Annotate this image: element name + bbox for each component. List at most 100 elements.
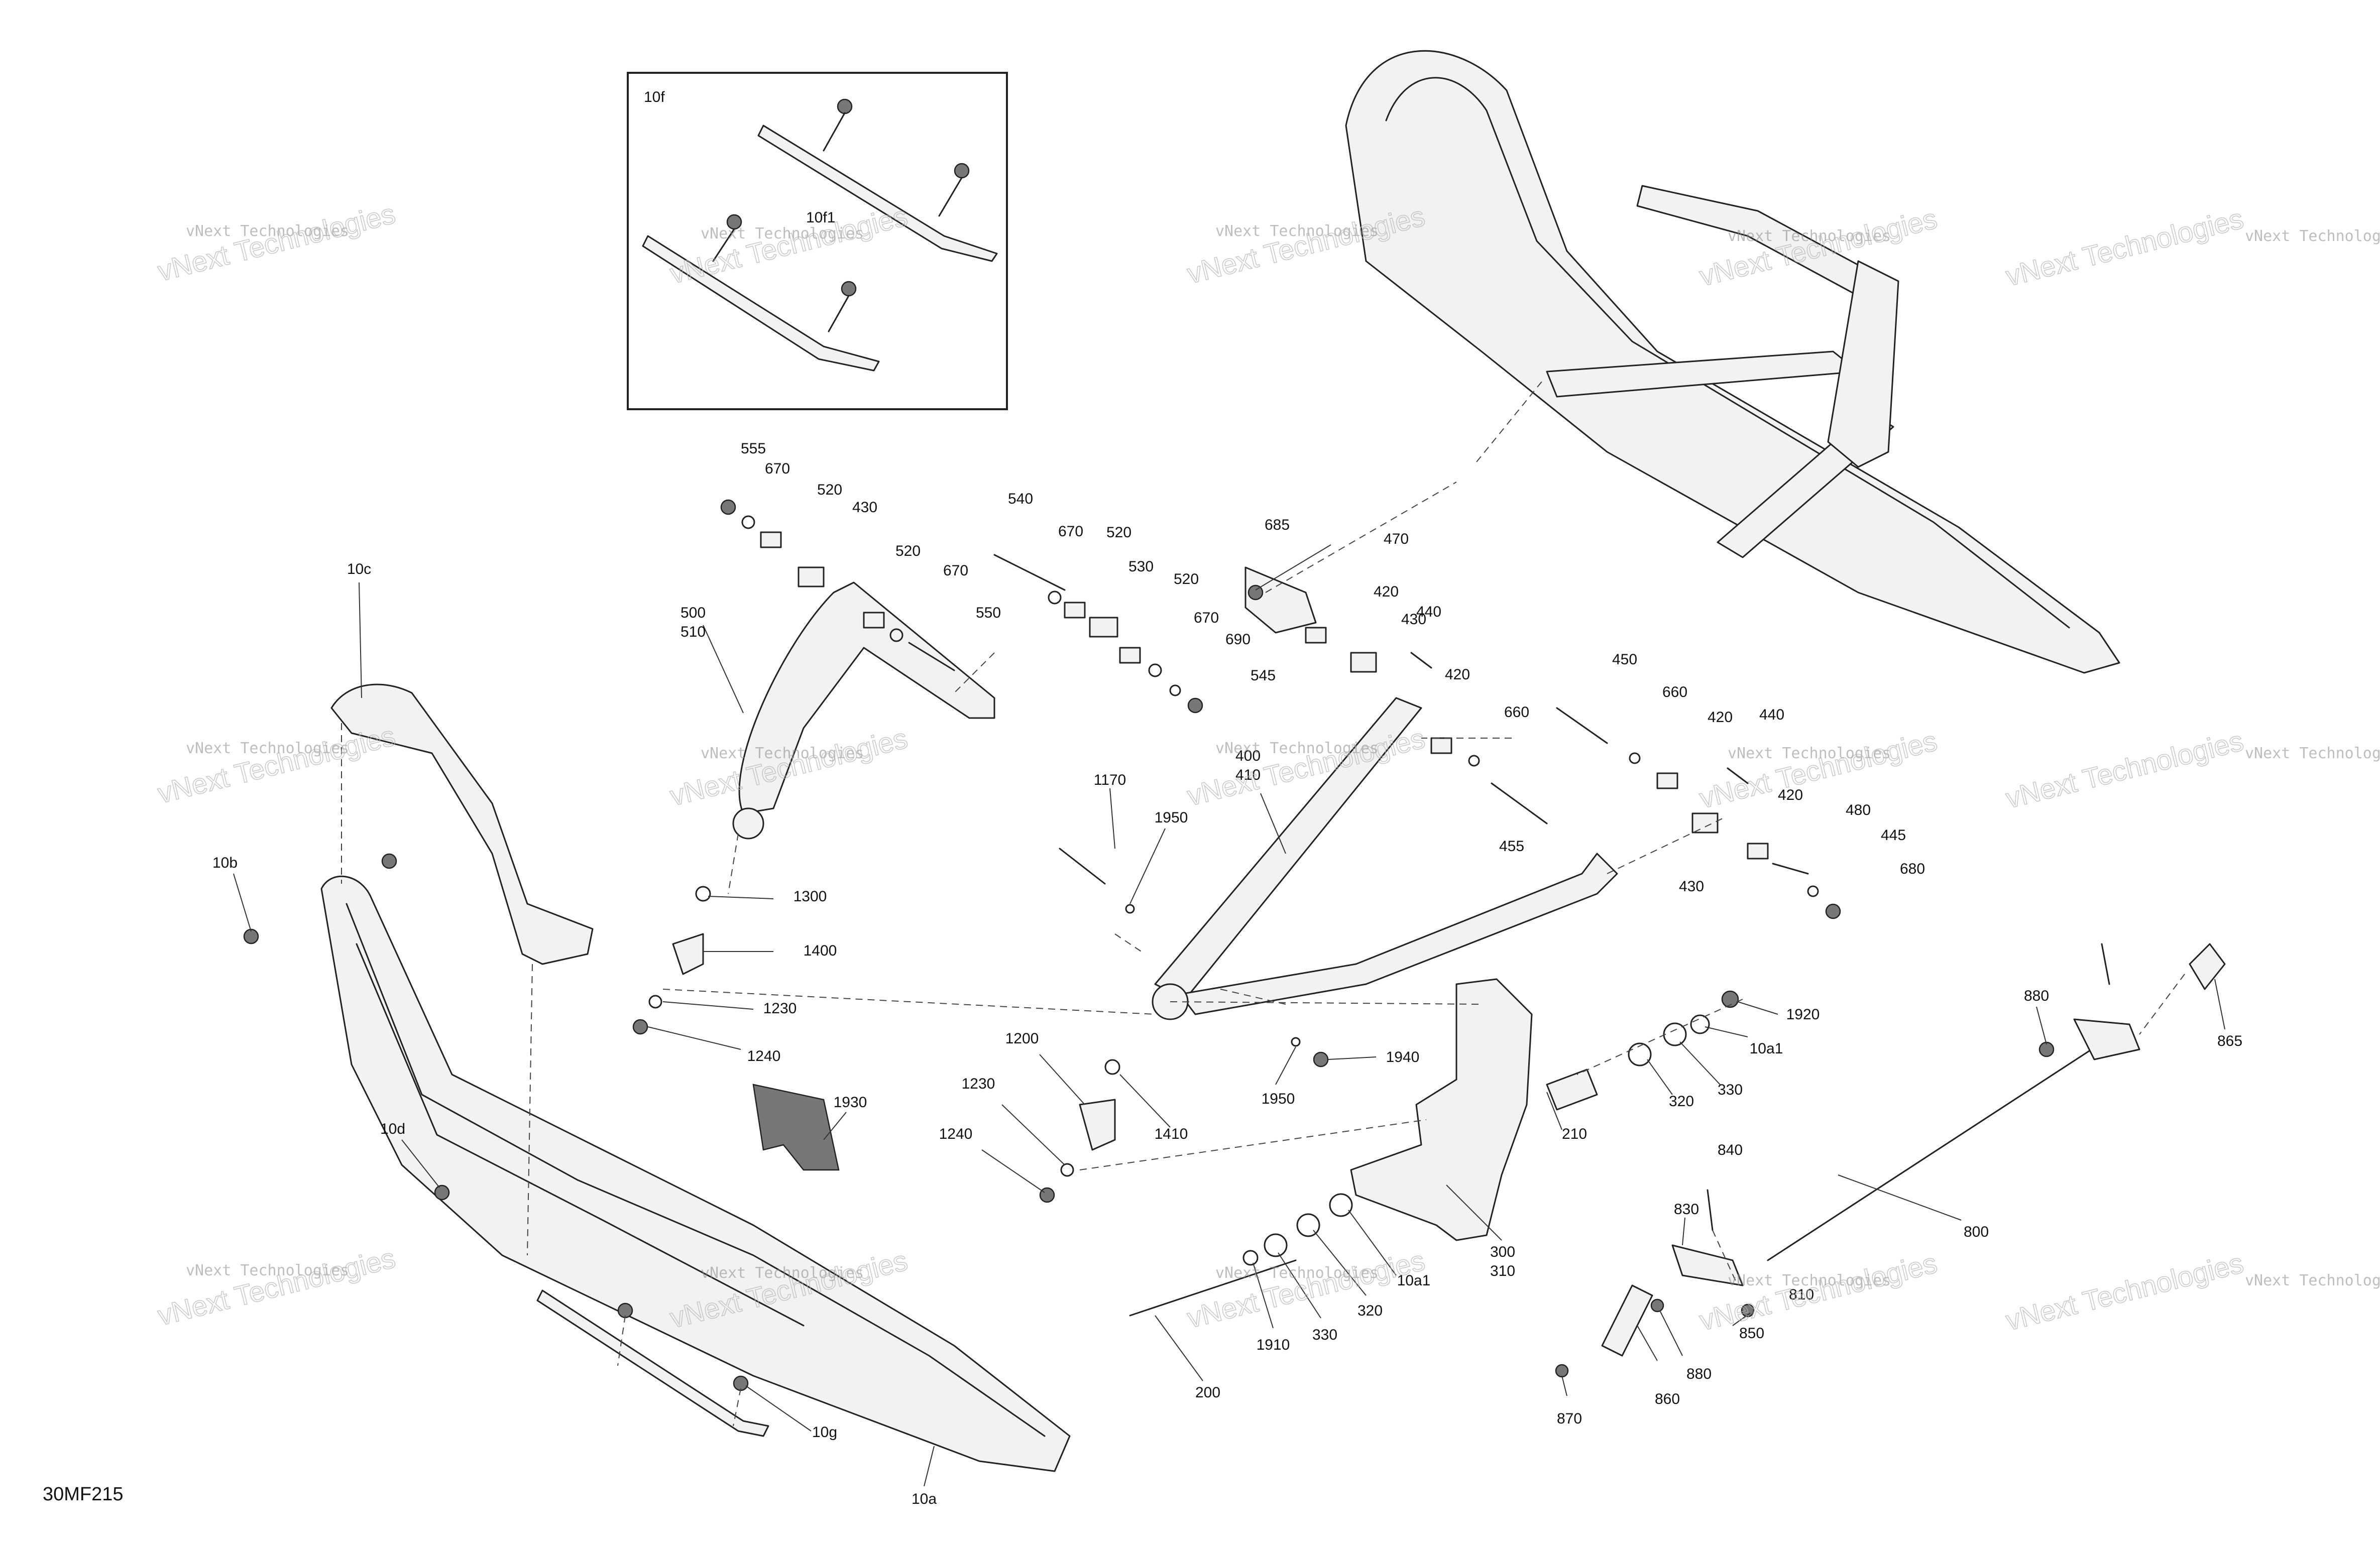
callout-label: 810 [1789,1286,1814,1303]
leader-800 [1838,1174,1962,1221]
dash-ski-link [1476,381,1542,462]
bolt-200 [1129,1259,1297,1317]
callout-label: 550 [976,605,1001,621]
ring-330-b [1264,1233,1288,1257]
callout-label: 1170 [1094,772,1126,788]
watermark-text: vNext Technologies [186,222,349,240]
inset-nut-2 [954,163,970,179]
leader-880b [1659,1310,1683,1356]
callout-label: 310 [1490,1263,1515,1279]
nut-880-b [1650,1298,1664,1313]
leader-10a [924,1446,935,1487]
inset-label: 10f [644,89,665,105]
callout-label: 1940 [1386,1049,1420,1065]
leader-1950 [1129,828,1166,904]
figure-id: 30MF215 [43,1484,124,1505]
leader-1170 [1109,788,1115,849]
nut-10g-1 [617,1302,633,1319]
ski-lower-rib [356,943,805,1327]
leader-330b [1278,1252,1321,1319]
leader-210 [1546,1092,1562,1130]
bushing-420-d [1747,843,1769,860]
washer-1910 [1242,1250,1259,1266]
watermark-outline: vNext Technologies [1696,725,1940,814]
bolt-10d [434,1184,450,1201]
bracket-480 [1772,863,1809,875]
bolt-880-top [2101,943,2110,985]
bushing-420-b [1430,737,1452,754]
callout-label: 1930 [834,1094,867,1111]
sleeve-430-b [1350,652,1377,673]
leader-850 [1732,1313,1751,1326]
leader-1240b [981,1149,1045,1193]
bolt-1170 [1059,848,1106,885]
ski-inner-rib [346,903,1046,1437]
clip-1410 [1104,1059,1120,1075]
callout-label: 510 [681,624,706,640]
callout-label: 200 [1195,1384,1220,1401]
leader-1940 [1328,1056,1377,1060]
leader-330 [1679,1041,1721,1085]
callout-label: 480 [1846,802,1871,818]
dash-470-to-ski [1265,482,1457,593]
leader-200 [1155,1315,1203,1381]
nut-1940 [1313,1051,1329,1067]
callout-label: 1300 [794,888,827,905]
ring-330-a [1663,1022,1687,1046]
callout-label: 320 [1669,1093,1694,1110]
watermark-outline: vNext Technologies [1184,1244,1428,1334]
watermark-text: vNext Technologies [186,1262,349,1279]
callout-label: 685 [1265,517,1290,533]
lower-arm-rear-tube [1179,853,1618,1015]
watermark-text: vNext Technologies [2245,745,2380,762]
leader-685 [1255,544,1331,590]
callout-label: 670 [1058,523,1083,540]
sleeve-530 [1089,617,1118,638]
pin-1950-a [1125,904,1135,914]
bushing-420-c [1656,772,1678,789]
leader-10a1 [1705,1026,1748,1037]
ball-joint-1400 [672,933,704,975]
callout-label: 670 [765,460,790,477]
leader-880 [2036,1006,2047,1045]
nut-680 [1825,903,1841,919]
leader-1920 [1737,1001,1778,1015]
dash-arm-hw [954,652,995,693]
callout-label: 440 [1759,706,1784,723]
callout-label: 470 [1384,531,1409,547]
callout-label: 520 [895,543,921,559]
nut-545 [1187,697,1203,714]
bushing-520-c [1064,602,1086,619]
assembled-ski-view [1345,50,2120,674]
inset-frame [627,72,1008,410]
watermark-text: vNext Technologies [2245,1272,2380,1289]
callout-label: 210 [1562,1126,1587,1142]
leader-320b [1313,1230,1367,1296]
callout-label: 680 [1900,861,1925,877]
callout-label: 1230 [763,1000,797,1017]
inset-sublabel: 10f1 [806,209,835,226]
callout-label: 300 [1490,1244,1515,1260]
washer-670-d [1148,663,1162,677]
clip-440-b [1727,767,1749,784]
callout-label: 880 [2024,988,2049,1004]
lower-arm-exploded [1059,566,1841,1020]
assembled-ski-inner-line [1385,77,2070,629]
callout-label: 660 [1504,704,1529,721]
callout-label: 1240 [747,1048,781,1064]
washer-670-a [741,515,755,529]
bracket-830 [1671,1244,1744,1286]
leader-1230 [662,1001,754,1010]
sleeve-210 [1546,1069,1598,1111]
callout-label: 530 [1128,558,1154,575]
watermark-outline: vNext Technologies [155,720,398,809]
leader-1200 [1039,1054,1085,1105]
callout-label: 420 [1778,787,1803,803]
callout-label: 330 [1312,1327,1337,1343]
dash-spindle-hw [1576,999,1743,1075]
callout-label: 800 [1964,1224,1989,1240]
callout-label: 840 [1718,1142,1743,1158]
inset-nut-1 [837,98,853,114]
watermark-outline: vNext Technologies [1184,722,1428,811]
